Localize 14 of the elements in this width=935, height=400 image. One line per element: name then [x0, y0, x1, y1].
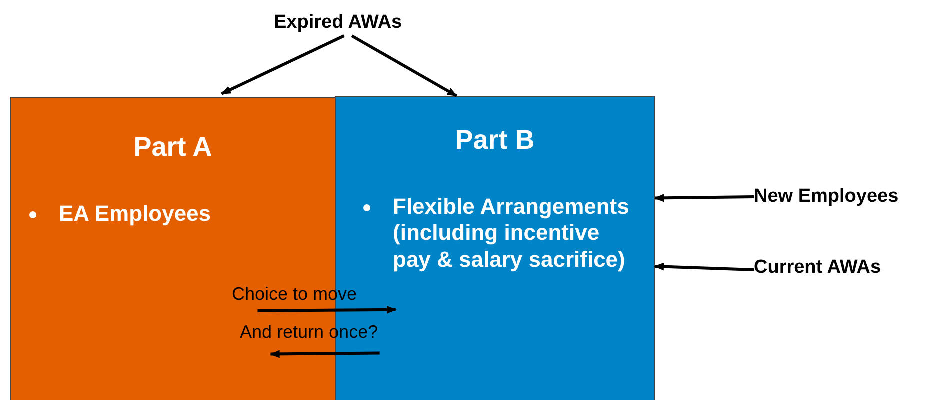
arrow [258, 306, 397, 314]
label-text: Expired AWAs [274, 12, 430, 36]
panel-title: Part B [454, 125, 536, 156]
arrow [351, 34, 458, 98]
panel-title: Part A [132, 132, 214, 163]
arrow [654, 194, 754, 202]
arrow [654, 262, 754, 272]
arrow [270, 350, 380, 358]
bullet-text: Flexible Arrangements (including incentive pay & salary sacrifice) [393, 194, 630, 274]
bullet-text: EA Employees [59, 201, 212, 228]
arrow [221, 34, 345, 96]
label-text: Current AWAs [754, 257, 924, 281]
edge-label: Choice to move [232, 284, 358, 305]
label-text: New Employees [754, 186, 935, 210]
